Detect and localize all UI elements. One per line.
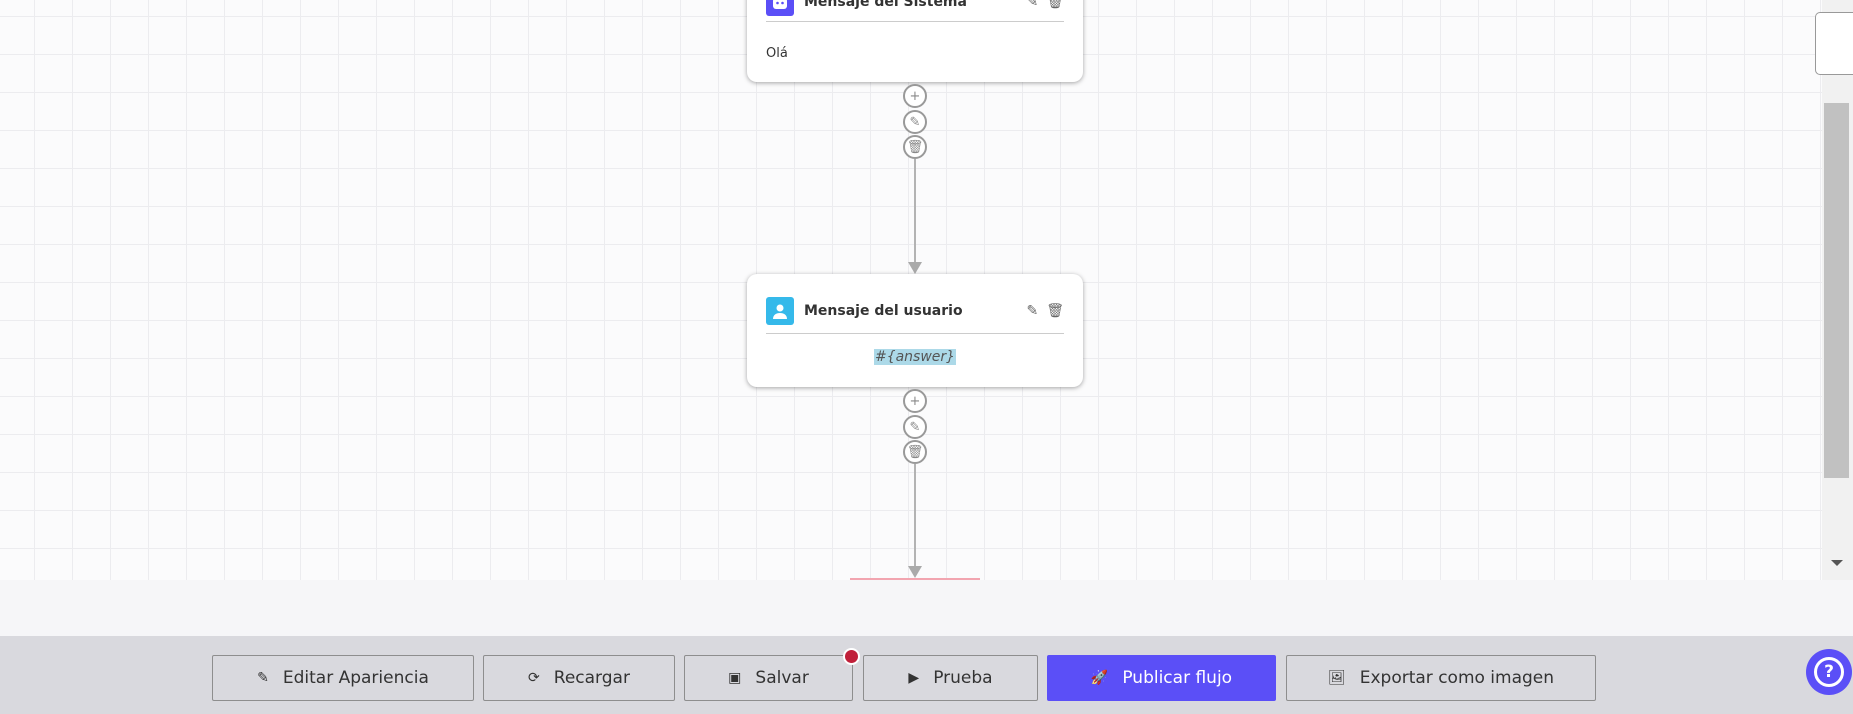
button-label: Publicar flujo xyxy=(1122,668,1233,688)
unsaved-changes-badge xyxy=(843,648,860,665)
edit-connection-button[interactable]: ✎ xyxy=(903,110,927,134)
robot-icon xyxy=(766,0,794,16)
node-title: Mensaje del Sistema xyxy=(804,0,967,10)
floppy-disk-icon: ▣ xyxy=(728,670,742,686)
refresh-icon: ⟳ xyxy=(528,670,540,686)
trash-icon: 🗑 xyxy=(906,444,924,460)
rocket-icon: 🚀 xyxy=(1090,670,1109,686)
publish-flow-button[interactable]: 🚀 Publicar flujo xyxy=(1047,655,1276,701)
user-icon xyxy=(766,296,794,325)
export-image-button[interactable]: 🖼 Exportar como imagen xyxy=(1286,655,1596,701)
edit-connection-button[interactable]: ✎ xyxy=(903,415,927,439)
flow-canvas[interactable]: Mensaje del Sistema ✎ 🗑 Olá + ✎ 🗑 Mensaj… xyxy=(0,0,1822,580)
test-button[interactable]: ▶ Prueba xyxy=(863,655,1038,701)
help-button[interactable]: ? xyxy=(1806,649,1852,695)
connector-line xyxy=(914,464,916,568)
question-icon: ? xyxy=(1814,657,1844,687)
button-label: Exportar como imagen xyxy=(1359,668,1555,688)
trash-icon: 🗑 xyxy=(906,139,924,155)
trash-icon[interactable]: 🗑 xyxy=(1046,302,1064,319)
node-system-message[interactable]: Mensaje del Sistema ✎ 🗑 Olá xyxy=(747,0,1083,82)
trash-icon[interactable]: 🗑 xyxy=(1046,0,1064,10)
connector-line xyxy=(914,159,916,262)
node-title: Mensaje del usuario xyxy=(804,302,963,319)
button-label: Salvar xyxy=(755,668,809,688)
vertical-scrollbar[interactable] xyxy=(1822,0,1853,580)
plus-icon: + xyxy=(909,88,921,104)
edit-appearance-button[interactable]: ✎ Editar Apariencia xyxy=(212,655,474,701)
button-label: Editar Apariencia xyxy=(282,668,429,688)
scrollbar-thumb[interactable] xyxy=(1824,103,1849,478)
image-icon: 🖼 xyxy=(1327,670,1346,686)
node-user-message[interactable]: Mensaje del usuario ✎ 🗑 #{answer} xyxy=(747,274,1083,387)
delete-connection-button[interactable]: 🗑 xyxy=(903,135,927,159)
edit-icon[interactable]: ✎ xyxy=(1026,0,1039,10)
bottom-toolbar: ✎ Editar Apariencia ⟳ Recargar ▣ Salvar ▶ Pr… xyxy=(0,636,1853,714)
plus-icon: + xyxy=(909,393,921,409)
button-label: Recargar xyxy=(553,668,630,688)
pencil-icon: ✎ xyxy=(909,419,921,435)
add-node-button[interactable]: + xyxy=(903,84,927,108)
reload-button[interactable]: ⟳ Recargar xyxy=(483,655,675,701)
pencil-icon: ✎ xyxy=(909,114,921,130)
connector-arrow xyxy=(908,262,922,274)
edit-icon[interactable]: ✎ xyxy=(1026,302,1039,319)
next-node-edge xyxy=(850,578,980,580)
node-content: Olá xyxy=(766,46,788,61)
scroll-down-arrow-icon[interactable] xyxy=(1831,560,1843,566)
connector-arrow xyxy=(908,566,922,578)
button-label: Prueba xyxy=(933,668,993,688)
play-icon: ▶ xyxy=(908,670,920,686)
delete-connection-button[interactable]: 🗑 xyxy=(903,440,927,464)
node-content-variable: #{answer} xyxy=(873,349,957,365)
save-button[interactable]: ▣ Salvar xyxy=(684,655,853,701)
edit-icon: ✎ xyxy=(257,670,269,686)
side-panel-toggle[interactable] xyxy=(1815,12,1853,75)
add-node-button[interactable]: + xyxy=(903,389,927,413)
